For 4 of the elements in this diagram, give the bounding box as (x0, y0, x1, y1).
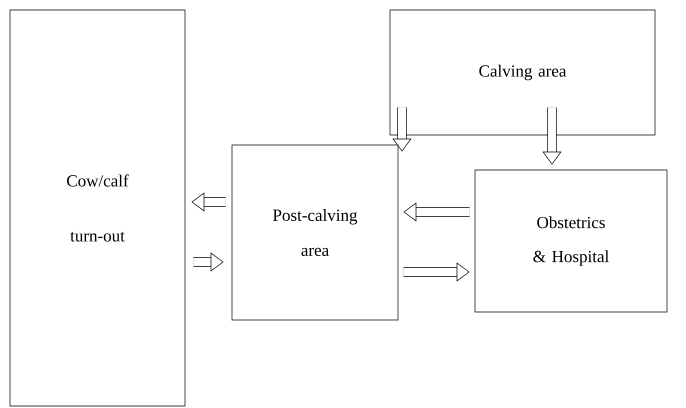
area-box: Cow/calf turn-out (10, 10, 186, 406)
area-box: Obstetrics & Hospital (474, 170, 668, 312)
area-box: Post-calving area (232, 144, 398, 320)
area-box: Calving area (390, 10, 656, 136)
